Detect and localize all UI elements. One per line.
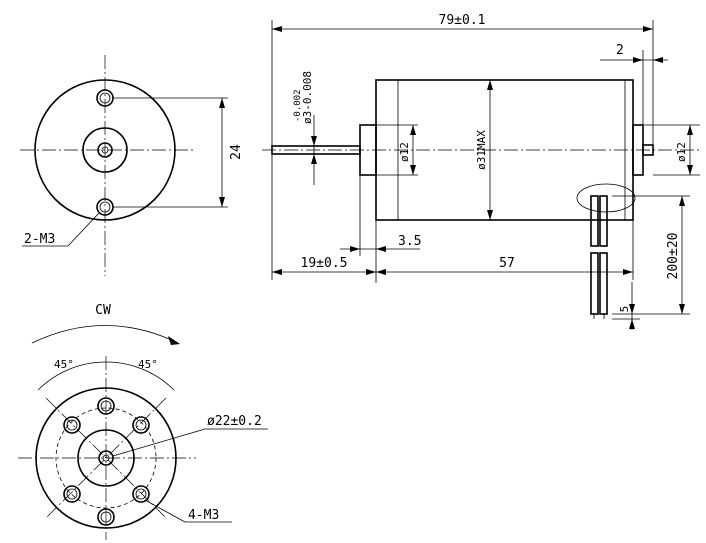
side-view: 79±0.1 2 -0.002 ø3-0.008 ø12 ø31MAX ø12: [262, 13, 700, 330]
dim-79-arrow-right: [643, 26, 653, 32]
dim-rear-boss-arrow-top: [687, 125, 693, 135]
dim-57-arrow-left: [376, 269, 386, 275]
dim-shaft-arrow-top: [311, 136, 317, 146]
rear-hole-upper-right: [132, 416, 150, 434]
dim-body-arrow-top: [487, 80, 493, 90]
front-holes-label: 2-M3: [24, 232, 55, 247]
lead-wire-callout-ellipse: [576, 183, 636, 213]
dim-rear-boss-arrow-bottom: [687, 165, 693, 175]
angle-arc-left: [37, 361, 107, 391]
dim-79-arrow-left: [272, 26, 282, 32]
front-boss-circle: [82, 127, 128, 173]
dim-19-arrow-right: [366, 269, 376, 275]
dim-24-label: 24: [229, 144, 244, 160]
pcd-label: ø22±0.2: [207, 414, 262, 429]
dim-5-label: 5: [618, 306, 631, 313]
dim-3-5-arrow-left: [350, 246, 360, 252]
lead-wire-2-upper: [599, 195, 608, 247]
rear-hole-bottom-inner: [100, 511, 112, 523]
rear-view: CW 45° 45° ø22±0.2: [18, 303, 268, 540]
angle-right-label: 45°: [138, 358, 158, 371]
dim-57-arrow-right: [623, 269, 633, 275]
dim-body-arrow-bottom: [487, 210, 493, 220]
rear-boss-circle: [77, 429, 135, 487]
rear-hole-top-inner: [100, 400, 112, 412]
dim-200-arrow-bottom: [679, 304, 685, 314]
front-mount-hole-bottom-inner: [99, 201, 111, 213]
dim-79-label: 79±0.1: [439, 13, 486, 28]
dim-24-arrow-bottom: [219, 197, 225, 207]
rotation-arc: [31, 325, 179, 344]
dim-shaft-tol-upper: -0.002: [293, 89, 303, 122]
dim-5-arrow-bottom: [629, 319, 635, 329]
dim-front-boss-arrow-top: [410, 125, 416, 135]
rear-hole-lower-left-inner: [66, 488, 78, 500]
lead-wire-1-lower: [590, 252, 599, 315]
lead-wire-1-upper: [590, 195, 599, 247]
dim-shaft-label: ø3-0.008: [301, 71, 314, 124]
dim-200-label: 200±20: [666, 233, 681, 280]
front-flange-outline: [34, 79, 176, 221]
dim-57-label: 57: [499, 256, 515, 271]
dim-3-5-arrow-right: [376, 246, 386, 252]
rear-holes-label: 4-M3: [188, 508, 219, 523]
angle-left-label: 45°: [54, 358, 74, 371]
rear-hole-top: [97, 397, 115, 415]
front-mount-hole-top-inner: [99, 92, 111, 104]
rear-shaft-core: [102, 454, 110, 462]
rotation-label: CW: [95, 303, 111, 318]
angle-arc-right: [105, 361, 175, 391]
dim-body-label: ø31MAX: [475, 130, 488, 170]
rear-hole-upper-right-inner: [135, 419, 147, 431]
lead-wire-2-lower: [599, 252, 608, 315]
dim-19-arrow-left: [272, 269, 282, 275]
dim-front-boss-arrow-bottom: [410, 165, 416, 175]
rear-hole-lower-right-inner: [135, 488, 147, 500]
dim-3-5-label: 3.5: [398, 234, 421, 249]
rear-hole-upper-left-inner: [66, 419, 78, 431]
dim-19-label: 19±0.5: [301, 256, 348, 271]
front-view: 24 2-M3: [20, 55, 244, 276]
dim-5-arrow-top: [629, 304, 635, 314]
rear-shaft: [642, 144, 654, 156]
dim-shaft-arrow-bottom: [311, 154, 317, 164]
pcd-leader: [112, 428, 206, 457]
dim-2-label: 2: [616, 43, 624, 58]
front-holes-leader: [67, 212, 100, 247]
dim-rear-boss-label: ø12: [675, 142, 688, 162]
dim-2-arrow-left: [633, 57, 643, 63]
dim-200-arrow-top: [679, 196, 685, 206]
dim-24-arrow-top: [219, 98, 225, 108]
front-shaft-circle: [97, 142, 113, 158]
dim-2-arrow-right: [653, 57, 663, 63]
rear-hole-lower-left: [63, 485, 81, 503]
pitch-circle: [55, 407, 157, 509]
rear-flange-outline: [35, 387, 177, 529]
rear-hole-upper-left: [63, 416, 81, 434]
rear-shaft-circle: [98, 450, 114, 466]
dim-front-boss-label: ø12: [398, 142, 411, 162]
rear-holes-leader: [144, 499, 186, 523]
rotation-arrow: [168, 336, 180, 345]
rear-hole-lower-right: [132, 485, 150, 503]
rear-hole-bottom: [97, 508, 115, 526]
front-shaft-core: [101, 146, 109, 154]
